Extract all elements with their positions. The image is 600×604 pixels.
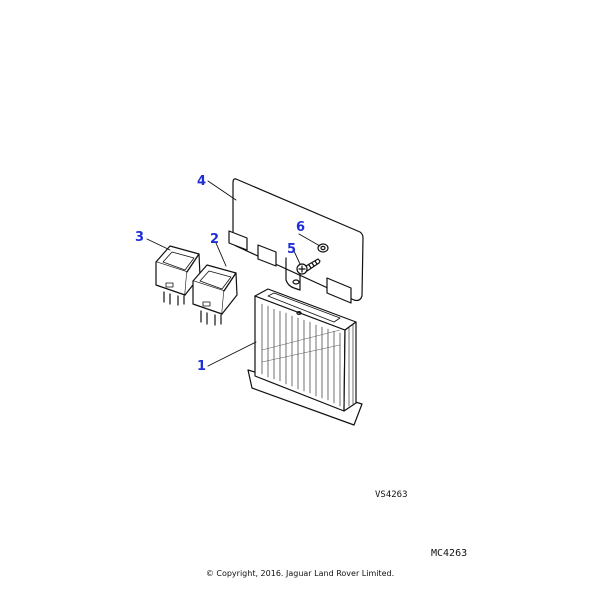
figure-reference: VS4263: [375, 490, 408, 500]
mounting-bracket: [228, 178, 364, 304]
callout-4: 4: [197, 174, 207, 189]
callout-2: 2: [210, 232, 220, 247]
leader-6: [298, 233, 321, 247]
leader-lines: [146, 180, 321, 367]
callout-1: 1: [197, 359, 207, 374]
callout-3: 3: [135, 230, 145, 245]
relay-right: [192, 264, 238, 326]
leader-1: [207, 341, 257, 367]
callout-5: 5: [287, 242, 297, 257]
screw: [296, 258, 321, 275]
leader-2: [215, 242, 227, 267]
washer: [317, 243, 329, 253]
leader-3: [146, 238, 171, 251]
copyright-notice: © Copyright, 2016. Jaguar Land Rover Lim…: [205, 569, 395, 578]
leader-4: [207, 180, 237, 201]
control-module: [247, 288, 363, 426]
callout-6: 6: [296, 220, 306, 235]
leader-5: [293, 250, 301, 265]
relay-left: [155, 245, 201, 306]
diagram-reference: MC4263: [431, 548, 468, 559]
